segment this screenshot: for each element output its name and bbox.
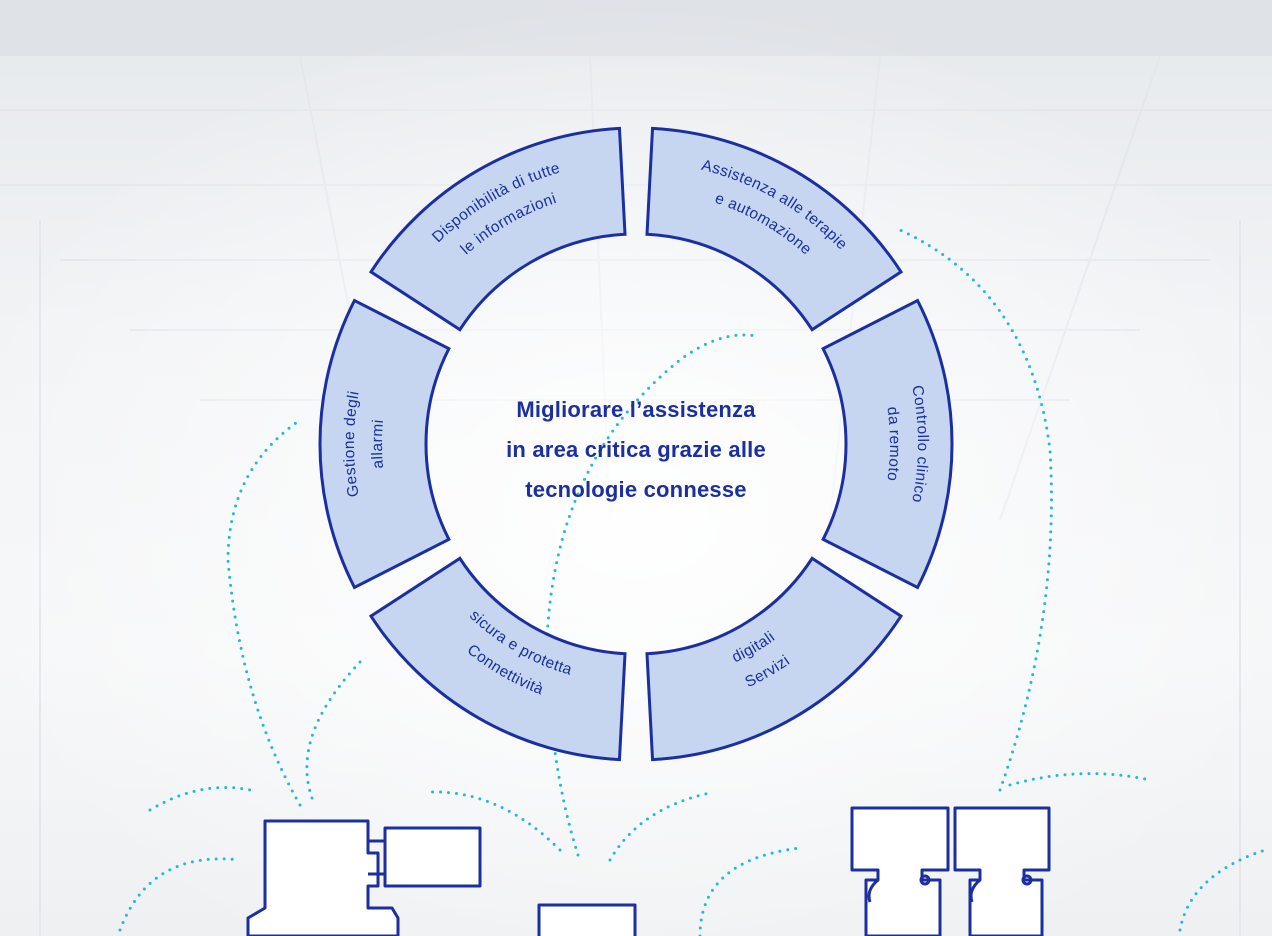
ring-segment-2-label-line-2: da remoto (883, 406, 903, 483)
center-title-line-3: tecnologie connesse (525, 477, 746, 502)
ring-segment-4 (368, 556, 627, 762)
center-title-line-2: in area critica grazie alle (506, 437, 766, 462)
connector-lines (118, 228, 1267, 936)
ring-segment-5 (318, 298, 451, 590)
ring-segment-6 (368, 126, 627, 332)
monitor-device-icon (537, 903, 637, 936)
infusion-pump-icon (246, 819, 482, 936)
ring-segment-1 (645, 126, 904, 332)
center-title: Migliorare l’assistenza in area critica … (506, 397, 766, 502)
ring-segment-2 (821, 298, 954, 590)
ring-segment-3 (645, 556, 904, 762)
ring-segment-5-label-line-2: allarmi (369, 419, 387, 470)
dual-pump-icon (850, 806, 1051, 936)
center-title-line-1: Migliorare l’assistenza (516, 397, 756, 422)
ring-segment-5-label-line-1: Gestione degli (341, 390, 363, 499)
ring-segment-2-label-line-1: Controllo clinico (908, 384, 931, 504)
